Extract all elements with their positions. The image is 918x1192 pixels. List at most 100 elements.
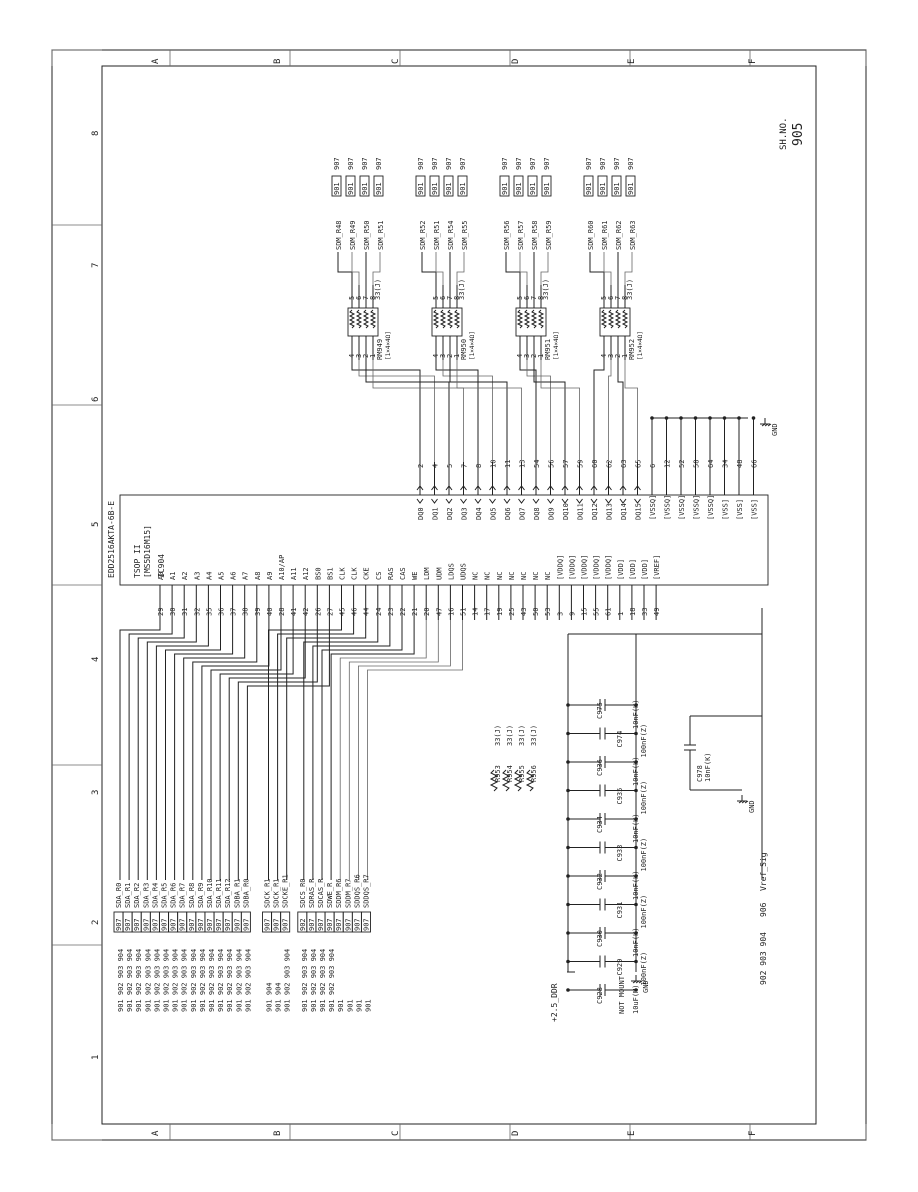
net-page-refs: 901 902 903 904: [135, 949, 143, 1012]
net-wire: [201, 620, 270, 880]
zone-col-label: 6: [91, 397, 101, 402]
ic-pin-number: 13: [519, 460, 527, 468]
zone-row-label: A: [151, 1130, 161, 1136]
ic-pin-number: 12: [664, 460, 672, 468]
cap-ref: C935: [616, 788, 624, 805]
net-name: SDCKE_R1: [282, 874, 290, 908]
power-rail: +2.5_DDR: [550, 633, 762, 1022]
resistor-value: 33(J): [518, 725, 526, 746]
net-page-number: 907: [242, 918, 250, 931]
net-page-refs: 901 902 903 904: [126, 949, 134, 1012]
ic-pin-name: A0: [157, 572, 165, 580]
ic-pin-number: 63: [620, 460, 628, 468]
array-in-wire: [519, 360, 537, 462]
ic-pin-number: 48: [736, 460, 744, 468]
net-page-refs: 901 902 903 904: [199, 949, 207, 1012]
ic-pin-number: 66: [751, 460, 759, 468]
net-page-box: [345, 175, 356, 197]
bidir-arrow: [445, 485, 453, 504]
out-page-ref: 901: [613, 182, 621, 195]
net-wire: [367, 620, 463, 880]
series-resistor: [513, 769, 523, 792]
ic-pin-number: 25: [508, 608, 516, 616]
ic-pin-name: A4: [205, 572, 213, 580]
ic-pin-name: A1: [169, 572, 177, 580]
net-wire: [246, 620, 330, 880]
ic-pin-name: CKE: [363, 567, 371, 580]
array-in-wire: [351, 360, 421, 462]
out-page-ref: 901: [585, 182, 593, 195]
ic-pin-name: [VSSQ]: [664, 495, 672, 520]
ic-pin-number: 57: [562, 460, 570, 468]
cap-value: 100nF(Z): [640, 838, 648, 872]
net-wire: [183, 620, 246, 880]
out-page-ref: 901: [543, 182, 551, 195]
net-name: SDA_R8: [188, 883, 196, 908]
out-page-ref: 901: [417, 182, 425, 195]
net-wire: [339, 620, 427, 880]
ic-pin-number: 30: [169, 608, 177, 616]
out-page-ref: 907: [627, 157, 635, 170]
ground-symbol: [760, 418, 772, 427]
array-element: [516, 309, 524, 329]
out-page-ref: 901: [529, 182, 537, 195]
net-page-number: 907: [197, 918, 205, 931]
array-out-wire: [351, 252, 360, 285]
array-in-wire: [608, 360, 612, 462]
bidir-arrow: [431, 485, 438, 504]
ic-pin-name: [VDDQ]: [593, 555, 601, 580]
net-page-refs: 901 902 903 904: [235, 949, 243, 1012]
net-page-box: [280, 911, 291, 933]
ic-pin-name: BS1: [326, 567, 334, 580]
ground-label: GND: [771, 423, 779, 436]
array-element: [614, 309, 622, 329]
ic-pin-name: NC: [544, 572, 552, 580]
ic-pin-name: DQ0: [417, 507, 425, 520]
ic-pin-name: A9: [266, 572, 274, 580]
net-name: SDA_R4: [151, 883, 159, 908]
resistor-array-value: 33(J): [626, 279, 634, 300]
out-page-ref: 907: [613, 157, 621, 170]
resistor-array-body: [599, 307, 631, 337]
array-element: [621, 309, 629, 329]
array-net-name: SDM_R62: [615, 220, 623, 250]
vref-net: 902 903 904 906 Vref_Sig: [684, 608, 768, 985]
ic-pin-name: A7: [242, 572, 250, 580]
net-page-refs: 901 902 903 904: [163, 949, 171, 1012]
frame-inner: [101, 65, 817, 1125]
array-element: [348, 309, 356, 329]
out-page-ref: 901: [333, 182, 341, 195]
ic-pin-name: CS: [375, 572, 383, 580]
net-wire: [228, 620, 306, 880]
power-rail-label: +2.5_DDR: [550, 983, 559, 1022]
ic-pin-number: 58: [693, 460, 701, 468]
resistor-array-package: [1×4×4Ω]: [637, 331, 644, 360]
resistor-array-package: [1×4×4Ω]: [469, 331, 476, 360]
net-page-number: 907: [188, 918, 196, 931]
net-page-number: 907: [133, 918, 141, 931]
ic-pin-number: 34: [722, 460, 730, 468]
ic-pin-number: 17: [484, 608, 492, 616]
ic-pin-number: 8: [475, 464, 483, 468]
ic-pin-name: [VSS]: [751, 499, 759, 520]
ic-pin-name: A11: [290, 567, 298, 580]
zone-row-label: D: [511, 59, 521, 64]
ic-pin-name: DQ8: [533, 507, 541, 520]
cap-ref: C936: [596, 759, 604, 776]
array-element: [537, 309, 545, 329]
array-in-wire: [593, 360, 605, 462]
net-page-number: 907: [179, 918, 187, 931]
net-name: SDA_R7: [179, 883, 187, 908]
net-name: SDA_R3: [142, 883, 150, 908]
bidir-arrow: [619, 485, 627, 504]
cap-value: 100nF(Z): [640, 724, 648, 758]
net-page-number: 907: [282, 918, 290, 931]
net-wire: [146, 620, 197, 880]
junction-dot: [751, 416, 756, 420]
ic-pin-number: 51: [460, 608, 468, 616]
ic-pin-number: 1: [617, 612, 625, 616]
ic-pin-number: 38: [242, 608, 250, 616]
net-name: SDBA_R0: [242, 878, 250, 908]
